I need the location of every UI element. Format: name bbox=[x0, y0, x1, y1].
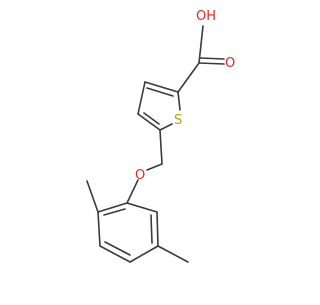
bond-ring-c-acid-c bbox=[177, 62, 200, 93]
ether-oxygen-label: O bbox=[135, 168, 145, 183]
bond-methyl-top bbox=[86, 180, 99, 213]
bonds bbox=[86, 25, 225, 263]
bond-c-o-double bbox=[198, 62, 225, 65]
bond-ar4-ar5-inner bbox=[104, 241, 131, 256]
bond-c5-s bbox=[159, 123, 173, 131]
bond-s-c2 bbox=[177, 91, 181, 111]
hydroxyl-label: OH bbox=[196, 9, 216, 24]
bond-c5-ch2 bbox=[159, 129, 163, 165]
bond-ar1-ar2 bbox=[126, 202, 158, 213]
bond-ch2-o bbox=[146, 163, 163, 171]
bond-c2-c3 bbox=[144, 81, 179, 93]
bond-c4-c5-inner bbox=[143, 112, 160, 125]
atom-labels: OH O S O bbox=[135, 9, 235, 183]
molecule-diagram: OH O S O bbox=[86, 9, 235, 263]
structure-canvas: OH O S O bbox=[86, 9, 235, 263]
bond-ar6-ar1-inner bbox=[103, 208, 126, 216]
bond-ar3-ar4 bbox=[129, 245, 159, 263]
bond-ar6-ar1 bbox=[97, 202, 128, 213]
bond-ar2-ar3 bbox=[156, 211, 159, 247]
bond-o-aryl bbox=[126, 179, 139, 204]
bond-ar5-ar6 bbox=[97, 211, 101, 247]
bond-c4-c5 bbox=[137, 113, 161, 131]
bond-c2-c3-inner bbox=[146, 87, 174, 97]
bond-c-oh bbox=[198, 25, 204, 64]
bond-c3-c4 bbox=[137, 81, 146, 115]
bond-c-o-double-inner bbox=[199, 57, 225, 60]
carbonyl-oxygen-label: O bbox=[225, 56, 235, 71]
bond-ar4-ar5 bbox=[99, 245, 131, 263]
bond-ar2-ar3-inner bbox=[150, 214, 153, 244]
bond-methyl-right bbox=[157, 245, 189, 263]
sulfur-label: S bbox=[174, 113, 182, 128]
